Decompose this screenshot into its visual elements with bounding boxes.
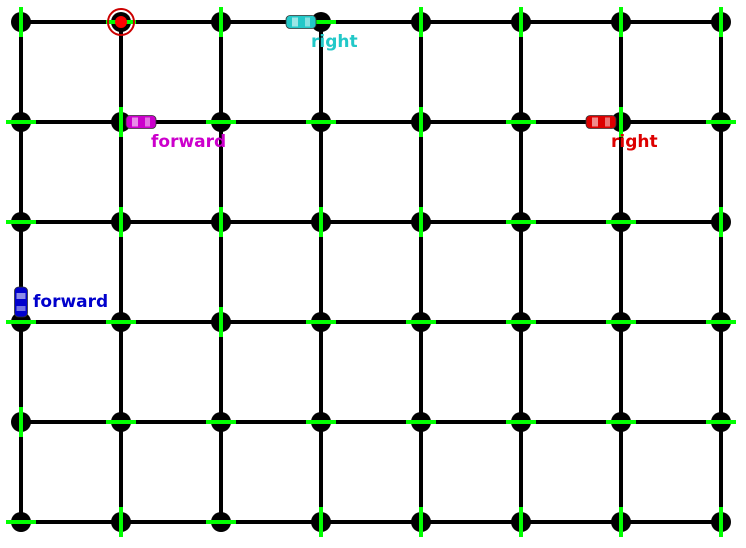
red-car-icon <box>585 115 617 129</box>
magenta-car-icon <box>125 115 157 129</box>
car-windshield <box>592 117 598 127</box>
goal-dot-icon <box>115 16 127 28</box>
car-body <box>585 115 617 129</box>
car-body <box>14 286 28 318</box>
car-rear-window <box>605 117 610 127</box>
car-rear-window <box>145 117 150 127</box>
blue-car-icon <box>14 286 28 318</box>
red-car-action-label: right <box>611 132 658 152</box>
car-windshield <box>292 17 298 27</box>
blue-car-action-label: forward <box>33 292 109 312</box>
car-windshield <box>132 117 138 127</box>
road-grid <box>19 20 723 524</box>
goal-marker <box>107 8 135 36</box>
car-rear-window <box>305 17 310 27</box>
car-body <box>285 15 317 29</box>
cyan-car-action-label: right <box>311 32 358 52</box>
car-body <box>125 115 157 129</box>
car-rear-window <box>16 306 26 311</box>
cyan-car-icon <box>285 15 317 29</box>
magenta-car-action-label: forward <box>151 132 227 152</box>
car-windshield <box>16 293 26 299</box>
intersections <box>6 7 736 537</box>
cars-layer <box>14 15 617 318</box>
goal-ring-icon <box>107 8 135 36</box>
